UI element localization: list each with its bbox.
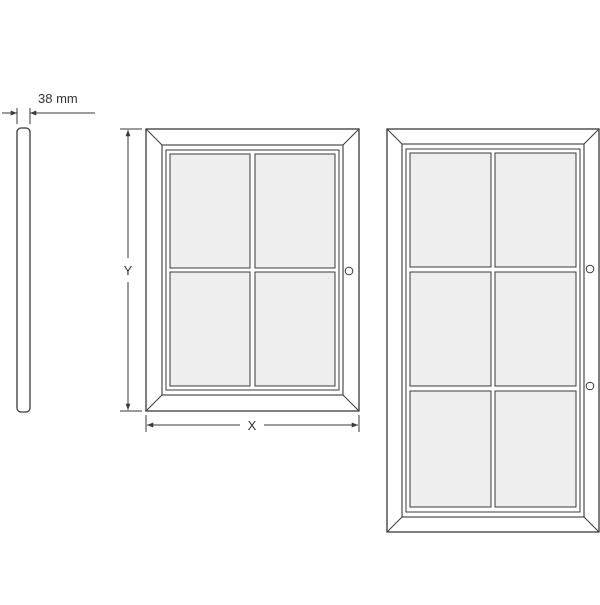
small-pane	[254, 271, 336, 387]
width-label: X	[248, 418, 257, 433]
small-mitre-br	[342, 394, 360, 412]
lock-icon	[344, 266, 354, 276]
large-mitre-tr	[583, 128, 600, 145]
height-label: Y	[124, 263, 133, 278]
large-pane	[494, 271, 577, 387]
large-pane	[494, 152, 577, 268]
lock-icon	[585, 381, 595, 391]
large-mitre-tl	[386, 128, 403, 145]
depth-label: 38 mm	[38, 91, 78, 106]
depth-dimension: 38 mm	[2, 91, 95, 124]
small-pane	[169, 153, 251, 269]
small-pane	[169, 271, 251, 387]
large-pane	[494, 390, 577, 508]
side-profile-body	[16, 127, 31, 413]
large-mitre-bl	[386, 516, 403, 533]
small-display-case	[145, 128, 360, 412]
large-pane	[409, 271, 492, 387]
large-pane	[409, 152, 492, 268]
large-pane	[409, 390, 492, 508]
side-profile	[16, 127, 31, 413]
height-dimension: Y	[120, 128, 142, 412]
small-pane	[254, 153, 336, 269]
large-display-case	[386, 128, 600, 533]
lock-icon	[585, 264, 595, 274]
large-mitre-br	[583, 516, 600, 533]
width-dimension: X	[145, 415, 360, 433]
small-mitre-bl	[145, 394, 163, 412]
small-mitre-tr	[342, 128, 360, 146]
small-mitre-tl	[145, 128, 163, 146]
